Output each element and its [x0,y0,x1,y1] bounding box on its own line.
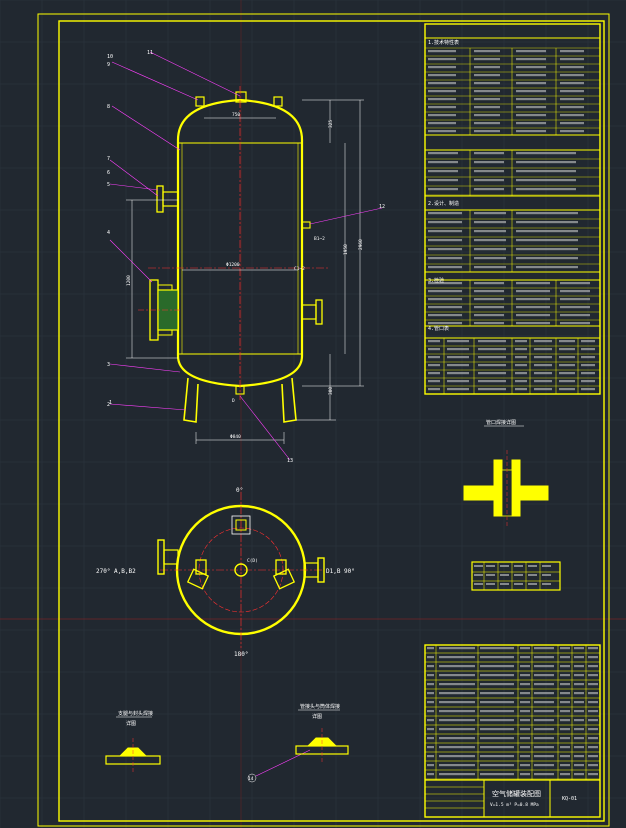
vessel-shell [176,98,304,388]
plan-top-nozzle-inner [235,519,247,531]
part-callout-2: 2 [107,402,110,408]
detail-1-sub: 详图 [126,720,136,727]
top-nozzle-right [273,96,283,107]
dimension-lines [126,99,364,444]
dim-total-height: 2960 [358,239,364,250]
part-callout-3: 3 [107,362,110,368]
drawing-number: KQ-01 [562,796,577,802]
small-table [471,561,561,591]
parts-list[interactable] [424,644,601,818]
part-callout-4: 4 [107,230,110,236]
elevation-view[interactable]: 750 Φ1200 Φ840 2960 1950 300 325 1200 B1… [107,50,385,464]
part-callout-7: 7 [107,156,110,162]
plan-center-nozzle [234,563,248,577]
left-upper-pipe [162,191,179,207]
part-callout-12: 12 [379,204,385,210]
technical-tables[interactable]: 1.技术特性表 2.设计、制造 3.检验 4.管口表 [424,23,601,395]
right-small-nozzle [301,221,311,229]
plan-top-nozzle [231,515,251,535]
left-leg [183,377,199,423]
detail-nozzle-weld[interactable]: 管接头与筒体焊接 详图 [295,703,349,764]
plan-angle-right: D1,B 90° [326,568,355,575]
part-callout-1: 1 [109,400,112,406]
table-grid [424,23,601,395]
nozzle-mark-b: B1~2 [314,236,325,242]
plan-angle-bottom: 180° [234,651,248,658]
part-callout-13: 13 [287,458,293,464]
dim-top-width: 750 [232,112,240,118]
dim-leg-height: 300 [328,387,334,395]
part-callout-10: 10 [107,54,113,60]
plan-angle-left: 270° A,B,B2 [96,568,136,575]
right-lower-pipe [301,304,317,320]
detail-1-title: 支腿与封头焊接 [118,710,153,717]
dim-shell-diameter: Φ1200 [226,262,240,268]
detail-3-pipe-r [511,459,521,517]
plan-right-pipe [303,562,319,578]
part-callout-11: 11 [147,50,153,56]
nozzle-mark-d: D [232,398,235,404]
detail-3-title: 管口焊接详图 [486,419,516,426]
plan-callout-circle [247,773,257,783]
right-leg [281,377,297,423]
dim-leg-spacing: Φ840 [230,434,241,440]
plan-legs [186,559,296,590]
plan-left-flange [157,539,165,575]
design-section-title: 2.设计、制造 [428,200,459,207]
nozzle-table-title: 4.管口表 [428,325,449,332]
part-callouts: 11 10 9 8 7 6 5 4 3 21 12 13 [107,50,385,464]
part-callout-8: 8 [107,104,110,110]
title-block-title: 空气储罐装配图 [492,789,541,798]
title-block[interactable]: 空气储罐装配图 V=1.5 m³ P=0.8 MPa KQ-01 [425,779,600,817]
manhole-bolt-top [157,284,173,291]
top-nozzle-left [195,96,205,107]
dim-straight-height: 1950 [343,244,349,255]
plan-left-pipe [163,549,179,565]
detail-pipe-weld[interactable]: 管口焊接详图 [463,419,549,526]
part-leaders [109,51,383,461]
inspection-section-title: 3.检验 [428,277,444,284]
detail-2-sub: 详图 [312,713,322,720]
top-nozzle-center [235,91,247,103]
dim-nozzle-height: 1200 [126,275,132,286]
outer-frame [37,13,610,827]
detail-3-pipe-l [493,459,503,517]
part-callout-9: 9 [107,62,110,68]
plan-view[interactable]: 0° 270° A,B,B2 D1,B 90° 180° C(D) 14 [96,487,355,783]
detail-2-title: 管接头与筒体焊接 [300,703,340,710]
plan-angle-top: 0° [236,487,243,494]
detail-leg-weld[interactable]: 支腿与封头焊接 详图 [105,710,161,772]
tech-section-title: 1.技术特性表 [428,39,459,46]
right-lower-flange [315,299,323,325]
manhole-bolt-bottom [157,329,173,336]
plan-center-mark: C(D) [247,558,258,564]
title-block-subtitle: V=1.5 m³ P=0.8 MPa [490,802,539,808]
dim-head-height: 325 [328,120,334,128]
part-callout-5: 5 [107,182,110,188]
part-callout-6: 6 [107,170,110,176]
nozzle-mark-c: C1~2 [294,266,305,272]
plan-callout: 14 [248,776,254,782]
inner-frame [58,20,605,822]
